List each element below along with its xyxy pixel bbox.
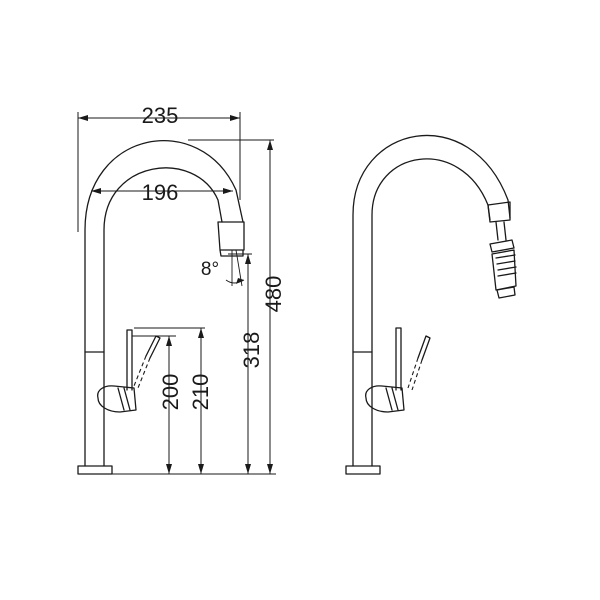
dim-235-label: 235 <box>142 103 179 128</box>
left-spray-head <box>217 221 245 257</box>
dim-196: 196 <box>91 180 233 205</box>
dim-210-label: 210 <box>188 374 213 411</box>
right-lever <box>395 327 402 391</box>
left-handle-body <box>97 385 137 413</box>
right-hose <box>495 221 507 241</box>
right-base-plate <box>345 465 381 475</box>
left-column <box>84 351 105 467</box>
right-column <box>352 351 373 467</box>
right-handle-body <box>365 385 405 413</box>
right-spray-head <box>489 239 517 299</box>
left-spout <box>84 140 244 353</box>
dim-angle-label: 8° <box>201 259 219 280</box>
dim-235: 235 <box>77 103 241 232</box>
dim-480: 480 <box>188 139 286 474</box>
right-spout-tip <box>487 201 511 223</box>
left-lever <box>126 329 133 391</box>
left-base-plate <box>77 465 113 475</box>
dim-200-label: 200 <box>158 374 183 411</box>
dim-210: 210 <box>134 327 213 474</box>
dim-318-label: 318 <box>239 332 264 369</box>
right-faucet-view <box>345 134 517 475</box>
right-lever-tilt <box>417 335 431 361</box>
dim-200: 200 <box>132 335 183 474</box>
dim-480-label: 480 <box>261 276 286 313</box>
dim-swivel-angle: 8° <box>201 249 245 287</box>
left-faucet-view <box>77 140 245 475</box>
dim-196-label: 196 <box>142 180 179 205</box>
left-lever-tilt <box>145 335 161 359</box>
right-spout <box>352 134 511 353</box>
dim-318: 318 <box>228 253 264 474</box>
